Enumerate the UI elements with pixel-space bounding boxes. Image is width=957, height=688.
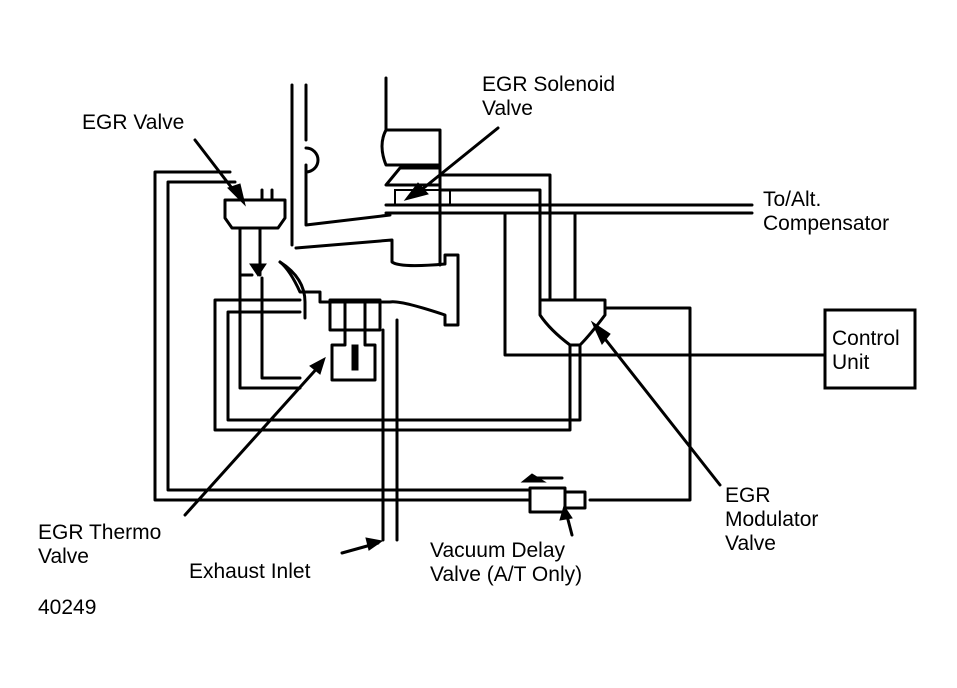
egr-modulator-valve bbox=[213, 298, 692, 502]
figure-number: 40249 bbox=[38, 596, 97, 619]
vacuum-delay-valve-label: Vacuum Delay Valve (A/T Only) bbox=[430, 539, 583, 586]
egr-solenoid-valve-label: EGR Solenoid Valve bbox=[482, 73, 616, 120]
alt-compensator-label: To/Alt. Compensator bbox=[763, 188, 890, 235]
egr-thermo-arrow bbox=[183, 363, 322, 517]
leader-arrows bbox=[183, 126, 722, 555]
engine-block-outline bbox=[278, 76, 460, 327]
egr-valve bbox=[223, 188, 287, 277]
egr-modulator-valve-label: EGR Modulator Valve bbox=[725, 484, 819, 555]
alt-compensator-line bbox=[384, 203, 754, 302]
vacuum-lines bbox=[153, 163, 827, 502]
exhaust-inlet-label: Exhaust Inlet bbox=[189, 560, 311, 583]
exhaust-inlet-pipe bbox=[381, 318, 399, 542]
control-unit-label: Control Unit bbox=[832, 327, 900, 374]
egr-solenoid-arrow bbox=[413, 126, 500, 197]
egr-valve-label: EGR Valve bbox=[82, 111, 185, 134]
vacuum-delay-valve bbox=[520, 473, 587, 514]
control-unit-box bbox=[823, 308, 917, 390]
egr-thermo-valve-label: EGR Thermo Valve bbox=[38, 521, 162, 568]
egr-modulator-arrow bbox=[596, 328, 722, 487]
egr-thermo-valve bbox=[328, 298, 382, 382]
